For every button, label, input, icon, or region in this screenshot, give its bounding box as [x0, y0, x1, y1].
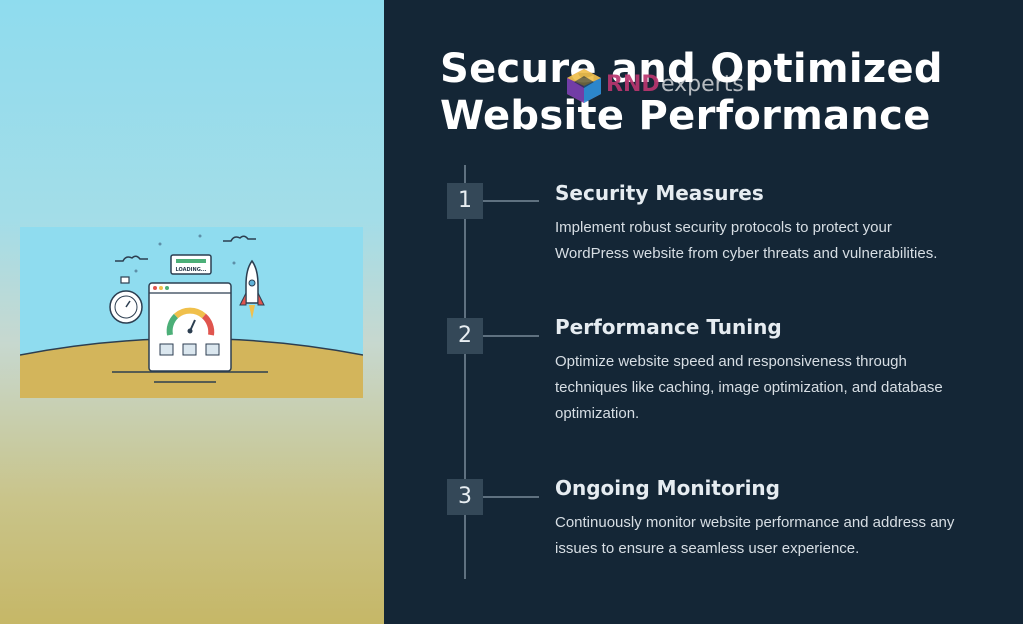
step-number-1: 1	[447, 183, 483, 219]
step-title-3: Ongoing Monitoring	[555, 476, 780, 500]
rnd-experts-logo: RND experts	[564, 68, 754, 104]
step-number-2: 2	[447, 318, 483, 354]
logo-brand-text: RND	[606, 72, 660, 97]
step-description-1: Implement robust security protocols to p…	[555, 219, 938, 262]
loading-label: LOADING...	[176, 267, 207, 273]
step-connector-2	[483, 335, 539, 337]
browser-window-icon	[148, 282, 232, 372]
step-connector-3	[483, 496, 539, 498]
logo-hexagon-icon	[567, 69, 601, 103]
page-title: Secure and Optimized Website Performance	[440, 46, 943, 139]
step-description-3: Continuously monitor website performance…	[555, 514, 955, 557]
website-performance-illustration: LOADING...	[20, 227, 363, 398]
step-number-3: 3	[447, 479, 483, 515]
cloud-icon	[223, 235, 256, 242]
step-title-1: Security Measures	[555, 181, 764, 205]
rocket-icon	[239, 259, 265, 319]
stopwatch-icon	[109, 276, 143, 324]
right-panel: Secure and Optimized Website Performance…	[384, 0, 1023, 624]
logo-suffix-text: experts	[661, 72, 744, 97]
timeline-line	[464, 165, 466, 579]
step-description-2: Optimize website speed and responsivenes…	[555, 353, 943, 422]
left-panel: LOADING...	[0, 0, 384, 624]
step-connector-1	[483, 200, 539, 202]
cloud-icon	[115, 255, 148, 262]
step-title-2: Performance Tuning	[555, 315, 782, 339]
